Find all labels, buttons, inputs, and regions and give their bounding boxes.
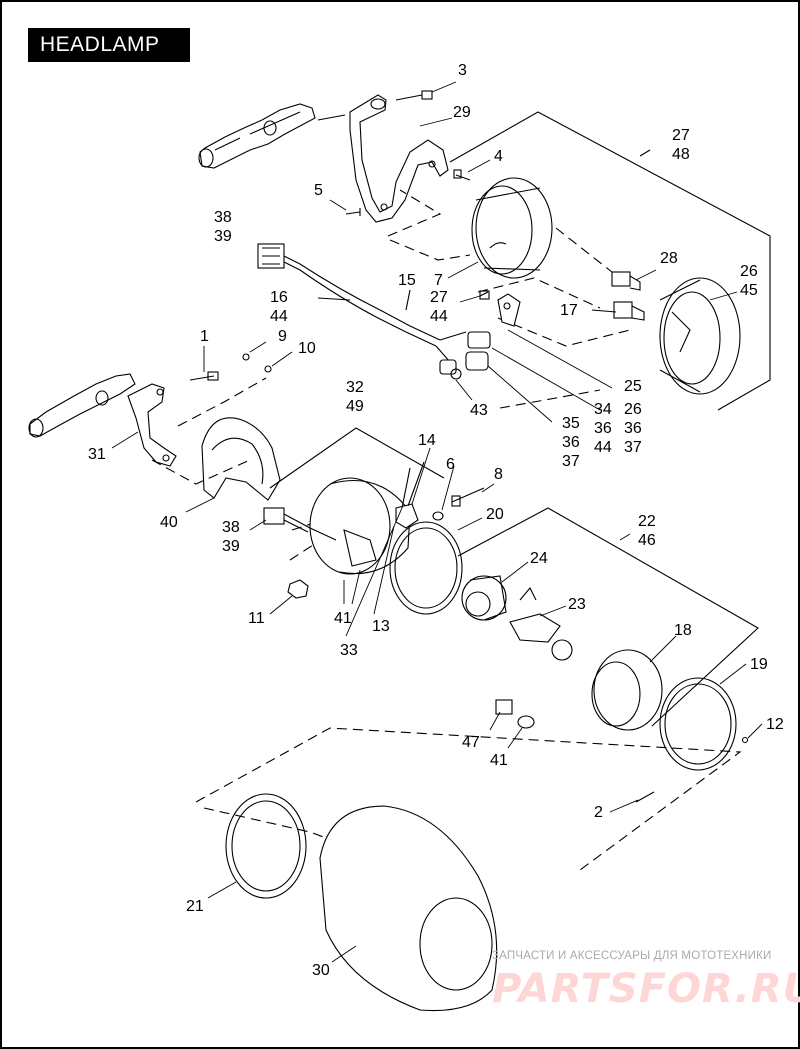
trim-ring	[659, 677, 737, 771]
callout-4: 4	[494, 148, 503, 165]
headlamp-bucket	[309, 477, 411, 575]
group-bracket-27-48	[449, 111, 771, 411]
callout-leaders	[111, 81, 763, 963]
callout-32-49: 32 49	[346, 379, 364, 415]
diagram-title: HEADLAMP	[28, 28, 190, 62]
leader-line	[317, 114, 346, 121]
washer-6	[432, 511, 444, 521]
group-bracket-22-46	[457, 507, 759, 727]
lower-handlebar-clamp	[28, 373, 136, 438]
callout-21: 21	[186, 898, 204, 915]
nut-27	[479, 290, 490, 300]
headlamp-bracket	[349, 94, 449, 223]
callout-8: 8	[494, 466, 503, 483]
harness-connectors	[435, 331, 491, 380]
washer-9	[242, 353, 250, 361]
callout-27-44: 27 44	[430, 289, 448, 325]
callout-38-39-lower: 38 39	[222, 519, 240, 555]
callout-40: 40	[160, 514, 178, 531]
wiring-connector-top	[257, 243, 441, 347]
upper-handlebar-clamp	[198, 103, 316, 169]
callout-26-36-37: 26 36 37	[624, 401, 642, 456]
screw-12	[741, 736, 749, 744]
screw-5	[345, 208, 361, 216]
screw-4	[453, 169, 471, 181]
callout-18: 18	[674, 622, 692, 639]
callout-29: 29	[453, 104, 471, 121]
callout-34-36-44: 34 36 44	[594, 401, 612, 456]
callout-47: 47	[462, 734, 480, 751]
callout-7: 7	[434, 272, 443, 289]
wiring-connector-lower	[263, 507, 337, 541]
position-bulb	[495, 699, 535, 729]
callout-1: 1	[200, 328, 209, 345]
callout-23: 23	[568, 596, 586, 613]
headlamp-fairing	[319, 805, 498, 1012]
callout-38-39-top: 38 39	[214, 209, 232, 245]
screw-1	[189, 371, 219, 381]
screw-27	[479, 291, 489, 297]
callout-15: 15	[398, 272, 416, 289]
fairing-seal	[225, 793, 307, 899]
callout-33: 33	[340, 642, 358, 659]
mount-bracket-14	[395, 461, 425, 529]
callout-41-lower: 41	[490, 752, 508, 769]
screw-3	[395, 90, 433, 101]
callout-5: 5	[314, 182, 323, 199]
callout-27-48: 27 48	[672, 127, 690, 163]
callout-35-36-37: 35 36 37	[562, 415, 580, 470]
callout-2: 2	[594, 804, 603, 821]
callout-22-46: 22 46	[638, 513, 656, 549]
auxiliary-lamp-unit	[659, 277, 741, 395]
headlamp-seal-ring	[389, 521, 463, 615]
screw-2	[635, 791, 655, 803]
callout-12: 12	[766, 716, 784, 733]
callout-28: 28	[660, 250, 678, 267]
headlamp-trim-ring	[201, 417, 281, 501]
callout-11: 11	[248, 610, 265, 627]
callout-25: 25	[624, 378, 642, 395]
wire-clip	[497, 293, 521, 327]
callout-17: 17	[560, 302, 578, 319]
group-bracket-32-49	[269, 427, 445, 489]
nut-11	[287, 579, 309, 599]
headlamp-bulb	[509, 587, 573, 661]
leader-line	[639, 149, 651, 157]
screw-8	[451, 487, 485, 507]
callout-10: 10	[298, 340, 316, 357]
callout-9: 9	[278, 328, 287, 345]
callout-6: 6	[446, 456, 455, 473]
leader-line	[405, 289, 411, 311]
callout-3: 3	[458, 62, 467, 79]
callout-19: 19	[750, 656, 768, 673]
callout-30: 30	[312, 962, 330, 979]
callout-26-45: 26 45	[740, 263, 758, 299]
callout-43: 43	[470, 402, 488, 419]
callout-31: 31	[88, 446, 106, 463]
lower-bracket	[127, 383, 177, 467]
assembly-lines-top	[387, 189, 631, 409]
callout-14: 14	[418, 432, 436, 449]
auxiliary-bulbs	[611, 271, 645, 321]
auxiliary-lamp-housing	[471, 177, 553, 279]
washer-10	[264, 365, 272, 373]
watermark-logo: PARTSFOR.RU	[492, 966, 800, 1012]
callout-41-upper: 41	[334, 610, 352, 627]
headlamp-lens	[591, 649, 663, 731]
watermark-subtitle: ЗАПЧАСТИ И АКСЕССУАРЫ ДЛЯ МОТОТЕХНИКИ	[492, 950, 772, 962]
callout-20: 20	[486, 506, 504, 523]
bulb-socket	[461, 575, 507, 621]
callout-24: 24	[530, 550, 548, 567]
callout-16-44: 16 44	[270, 289, 288, 325]
callout-13: 13	[372, 618, 390, 635]
